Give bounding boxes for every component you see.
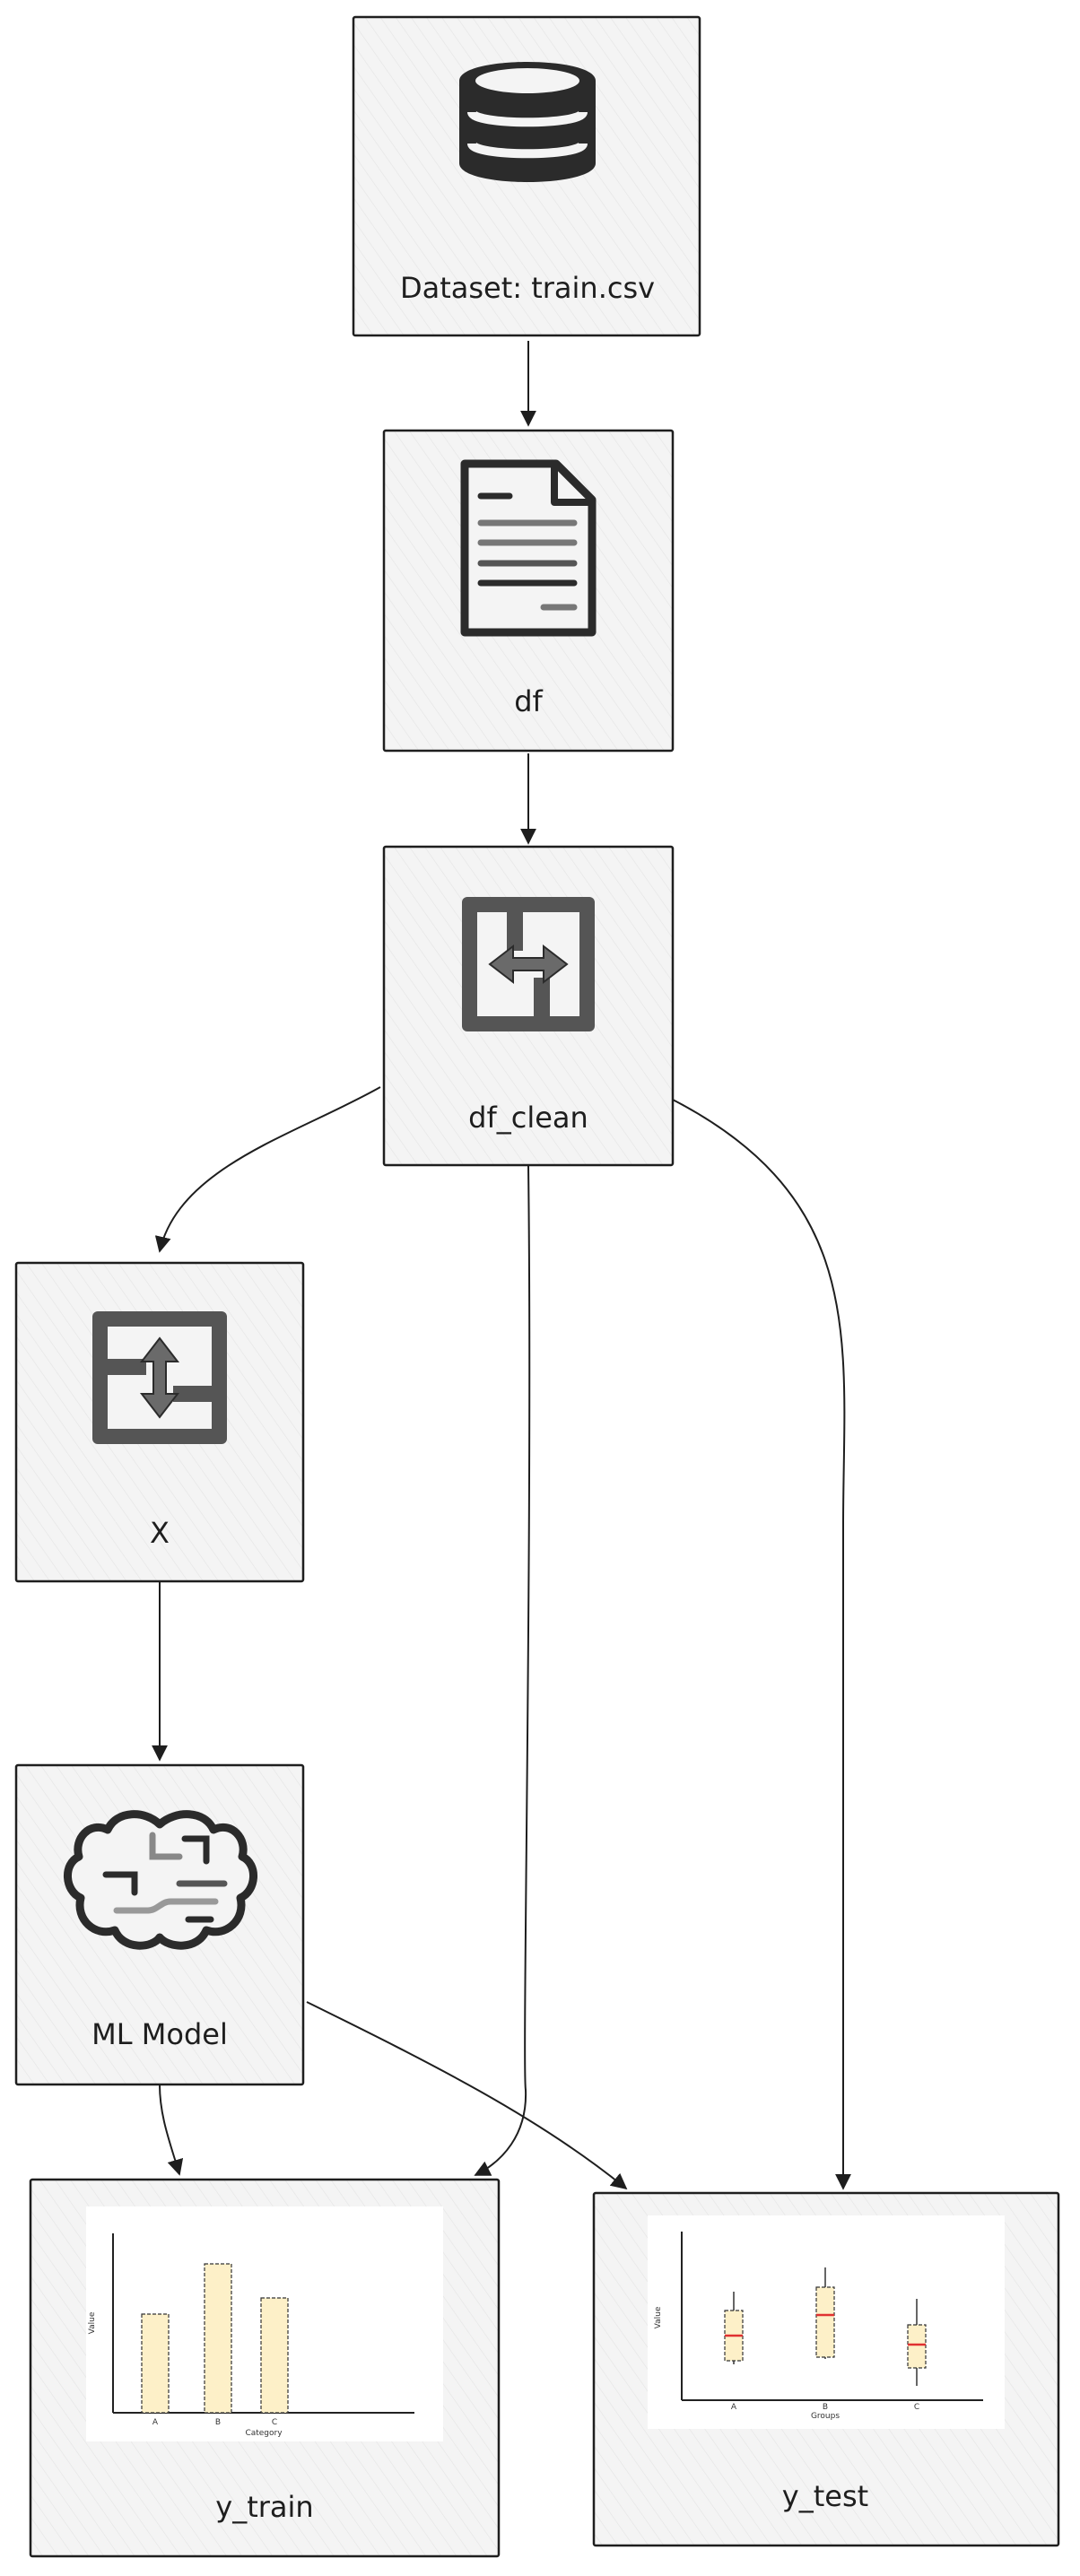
brain-icon — [64, 1810, 257, 1950]
node-dataset[interactable]: Dataset: train.csv — [352, 15, 701, 337]
database-icon — [459, 62, 596, 182]
box-tick-label: B — [823, 2403, 828, 2412]
bar-C — [260, 2297, 289, 2414]
node-ml-model[interactable]: ML Model — [14, 1763, 305, 2086]
document-icon — [460, 459, 597, 637]
box-xlabel: Groups — [811, 2412, 840, 2421]
box-B — [815, 2286, 835, 2358]
box-tick-label: A — [731, 2403, 737, 2412]
edge-model-to-ytest — [306, 2001, 628, 2190]
box-plot-thumbnail: Value Groups A B C — [648, 2215, 1005, 2429]
node-label: df — [514, 684, 543, 718]
bar-B — [204, 2263, 232, 2414]
bar-chart-thumbnail: Value Category A B C — [86, 2206, 443, 2441]
edge-dfclean-to-ytest — [672, 1099, 851, 2190]
node-label: ML Model — [91, 2017, 228, 2051]
node-label: y_train — [215, 2490, 313, 2524]
horizontal-transform-icon — [462, 897, 595, 1031]
bar-tick-label: C — [272, 2418, 277, 2427]
node-label: Dataset: train.csv — [400, 271, 655, 305]
box-tick-label: C — [914, 2403, 919, 2412]
node-y-train[interactable]: Value Category A B C y_train — [29, 2178, 501, 2558]
box-ylabel: Value — [654, 2306, 663, 2328]
bar-A — [141, 2313, 170, 2414]
node-df-clean[interactable]: df_clean — [382, 845, 675, 1167]
bar-tick-label: A — [152, 2418, 159, 2427]
node-label: X — [150, 1516, 170, 1550]
edge-model-to-ytrain — [159, 2084, 184, 2176]
box-C — [907, 2324, 927, 2369]
vertical-transform-icon — [92, 1311, 227, 1444]
node-x[interactable]: X — [14, 1261, 305, 1583]
node-df[interactable]: df — [382, 429, 675, 753]
bar-tick-label: B — [215, 2418, 221, 2427]
edge-dfclean-to-x — [154, 1086, 381, 1253]
bar-xlabel: Category — [245, 2429, 283, 2438]
edges — [152, 341, 851, 2190]
node-label: df_clean — [468, 1101, 588, 1135]
bar-ylabel: Value — [88, 2311, 97, 2334]
edge-dfclean-to-ytrain — [474, 1165, 531, 2176]
node-label: y_test — [782, 2479, 868, 2513]
node-y-test[interactable]: Value Groups A B C y_test — [592, 2191, 1060, 2547]
